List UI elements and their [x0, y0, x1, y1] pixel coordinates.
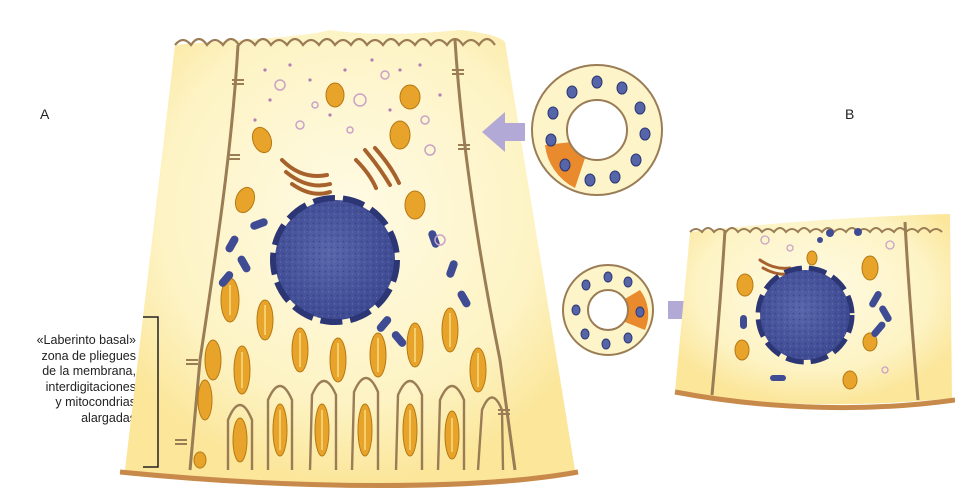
- tubule-cross-section-large: [532, 65, 662, 195]
- tubule-cross-section-small: [563, 265, 653, 355]
- panel-b-cell-illustration: [675, 214, 955, 408]
- nucleus-b: [758, 268, 852, 362]
- panel-a-cell-illustration: [120, 30, 578, 486]
